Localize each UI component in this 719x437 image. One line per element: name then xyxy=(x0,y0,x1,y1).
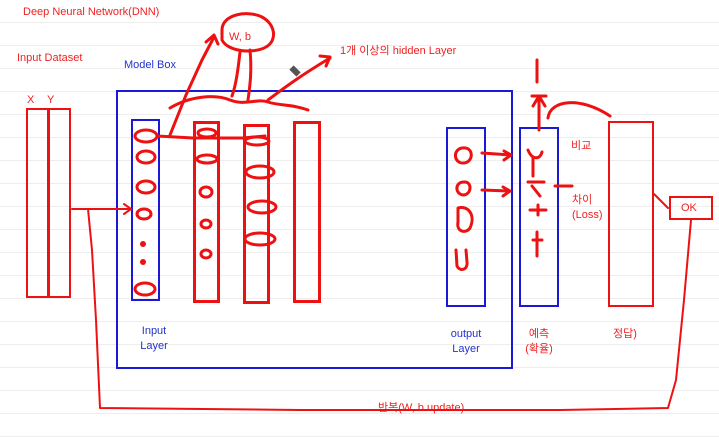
hidden1-neuron-4 xyxy=(199,218,213,230)
output-neuron-3 xyxy=(456,205,474,233)
hidden1-neuron-3 xyxy=(198,185,214,199)
output-neuron-2 xyxy=(455,180,472,197)
weights-bias-label: W, b xyxy=(229,31,252,43)
arrow-to-wb xyxy=(168,35,216,137)
input-layer-box xyxy=(131,119,160,301)
answer-to-ok xyxy=(653,193,669,209)
prediction-scribble xyxy=(526,148,548,258)
input-neuron-4 xyxy=(135,207,153,221)
prediction-label-line2: (확율) xyxy=(525,343,553,355)
model-box-label: Model Box xyxy=(124,59,176,71)
output-to-prediction-arrow-2 xyxy=(480,188,511,193)
input-layer-label-line2: Layer xyxy=(140,340,168,352)
output-to-prediction-arrow-1-head xyxy=(502,149,513,162)
input-neuron-5 xyxy=(133,281,157,297)
compare-link xyxy=(546,101,612,120)
input-layer-label: Input Layer xyxy=(136,325,172,353)
ok-label: OK xyxy=(681,202,697,214)
input-neuron-3 xyxy=(135,179,157,195)
loss-label-line1: 차이 xyxy=(572,194,593,206)
output-layer-label-line2: Layer xyxy=(452,343,480,355)
loss-label-line2: (Loss) xyxy=(572,209,603,221)
prediction-label: 예측 (확율) xyxy=(519,328,559,356)
output-to-prediction-arrow-1 xyxy=(480,151,512,157)
hidden-layer-2 xyxy=(243,124,270,304)
hidden-layer-3 xyxy=(293,121,321,303)
input-neuron-2 xyxy=(135,149,157,165)
hidden1-neuron-1 xyxy=(196,127,218,139)
hidden-note-arrow-head xyxy=(318,54,332,68)
y-data-column xyxy=(48,108,71,298)
hidden1-neuron-5 xyxy=(199,248,213,260)
hidden-note-arrow xyxy=(266,56,332,102)
wb-bubble xyxy=(220,12,275,53)
hidden-wave xyxy=(168,95,310,112)
output-layer-label-line1: output xyxy=(450,328,482,340)
hidden-layer-note: 1개 이상의 hidden Layer xyxy=(340,45,457,57)
wb-stem xyxy=(230,48,253,102)
output-neuron-4 xyxy=(454,248,469,271)
pencil-cursor-icon xyxy=(289,65,301,77)
input-dot-1 xyxy=(140,241,146,247)
output-neuron-1 xyxy=(454,146,473,165)
x-column-label: X xyxy=(27,94,35,106)
answer-label: 정답) xyxy=(613,328,637,340)
repeat-loop xyxy=(87,208,692,411)
input-neuron-1 xyxy=(133,128,159,144)
y-column-label: Y xyxy=(47,94,55,106)
diagram-title: Deep Neural Network(DNN) xyxy=(23,6,160,18)
hidden2-neuron-4 xyxy=(243,231,277,247)
model-box xyxy=(116,90,513,369)
hidden2-neuron-1 xyxy=(243,135,271,147)
input-dot-2 xyxy=(140,259,146,265)
compare-label: 비교 xyxy=(571,140,592,152)
hidden-layer-1 xyxy=(193,121,220,303)
prediction-label-line1: 예측 xyxy=(528,328,550,340)
hidden2-neuron-3 xyxy=(246,199,278,215)
input-dataset-label: Input Dataset xyxy=(17,52,83,64)
answer-box xyxy=(608,121,654,307)
output-layer-label: output Layer xyxy=(446,328,486,356)
input-to-model-head xyxy=(123,203,132,215)
hidden2-neuron-2 xyxy=(244,164,276,180)
output-layer-box xyxy=(446,127,486,307)
output-to-prediction-arrow-2-head xyxy=(501,185,512,198)
hidden1-neuron-2 xyxy=(195,153,219,165)
loss-label: 차이 (Loss) xyxy=(572,194,603,222)
arrow-to-wb-head xyxy=(204,33,220,46)
input-layer-label-line1: Input xyxy=(141,325,167,337)
